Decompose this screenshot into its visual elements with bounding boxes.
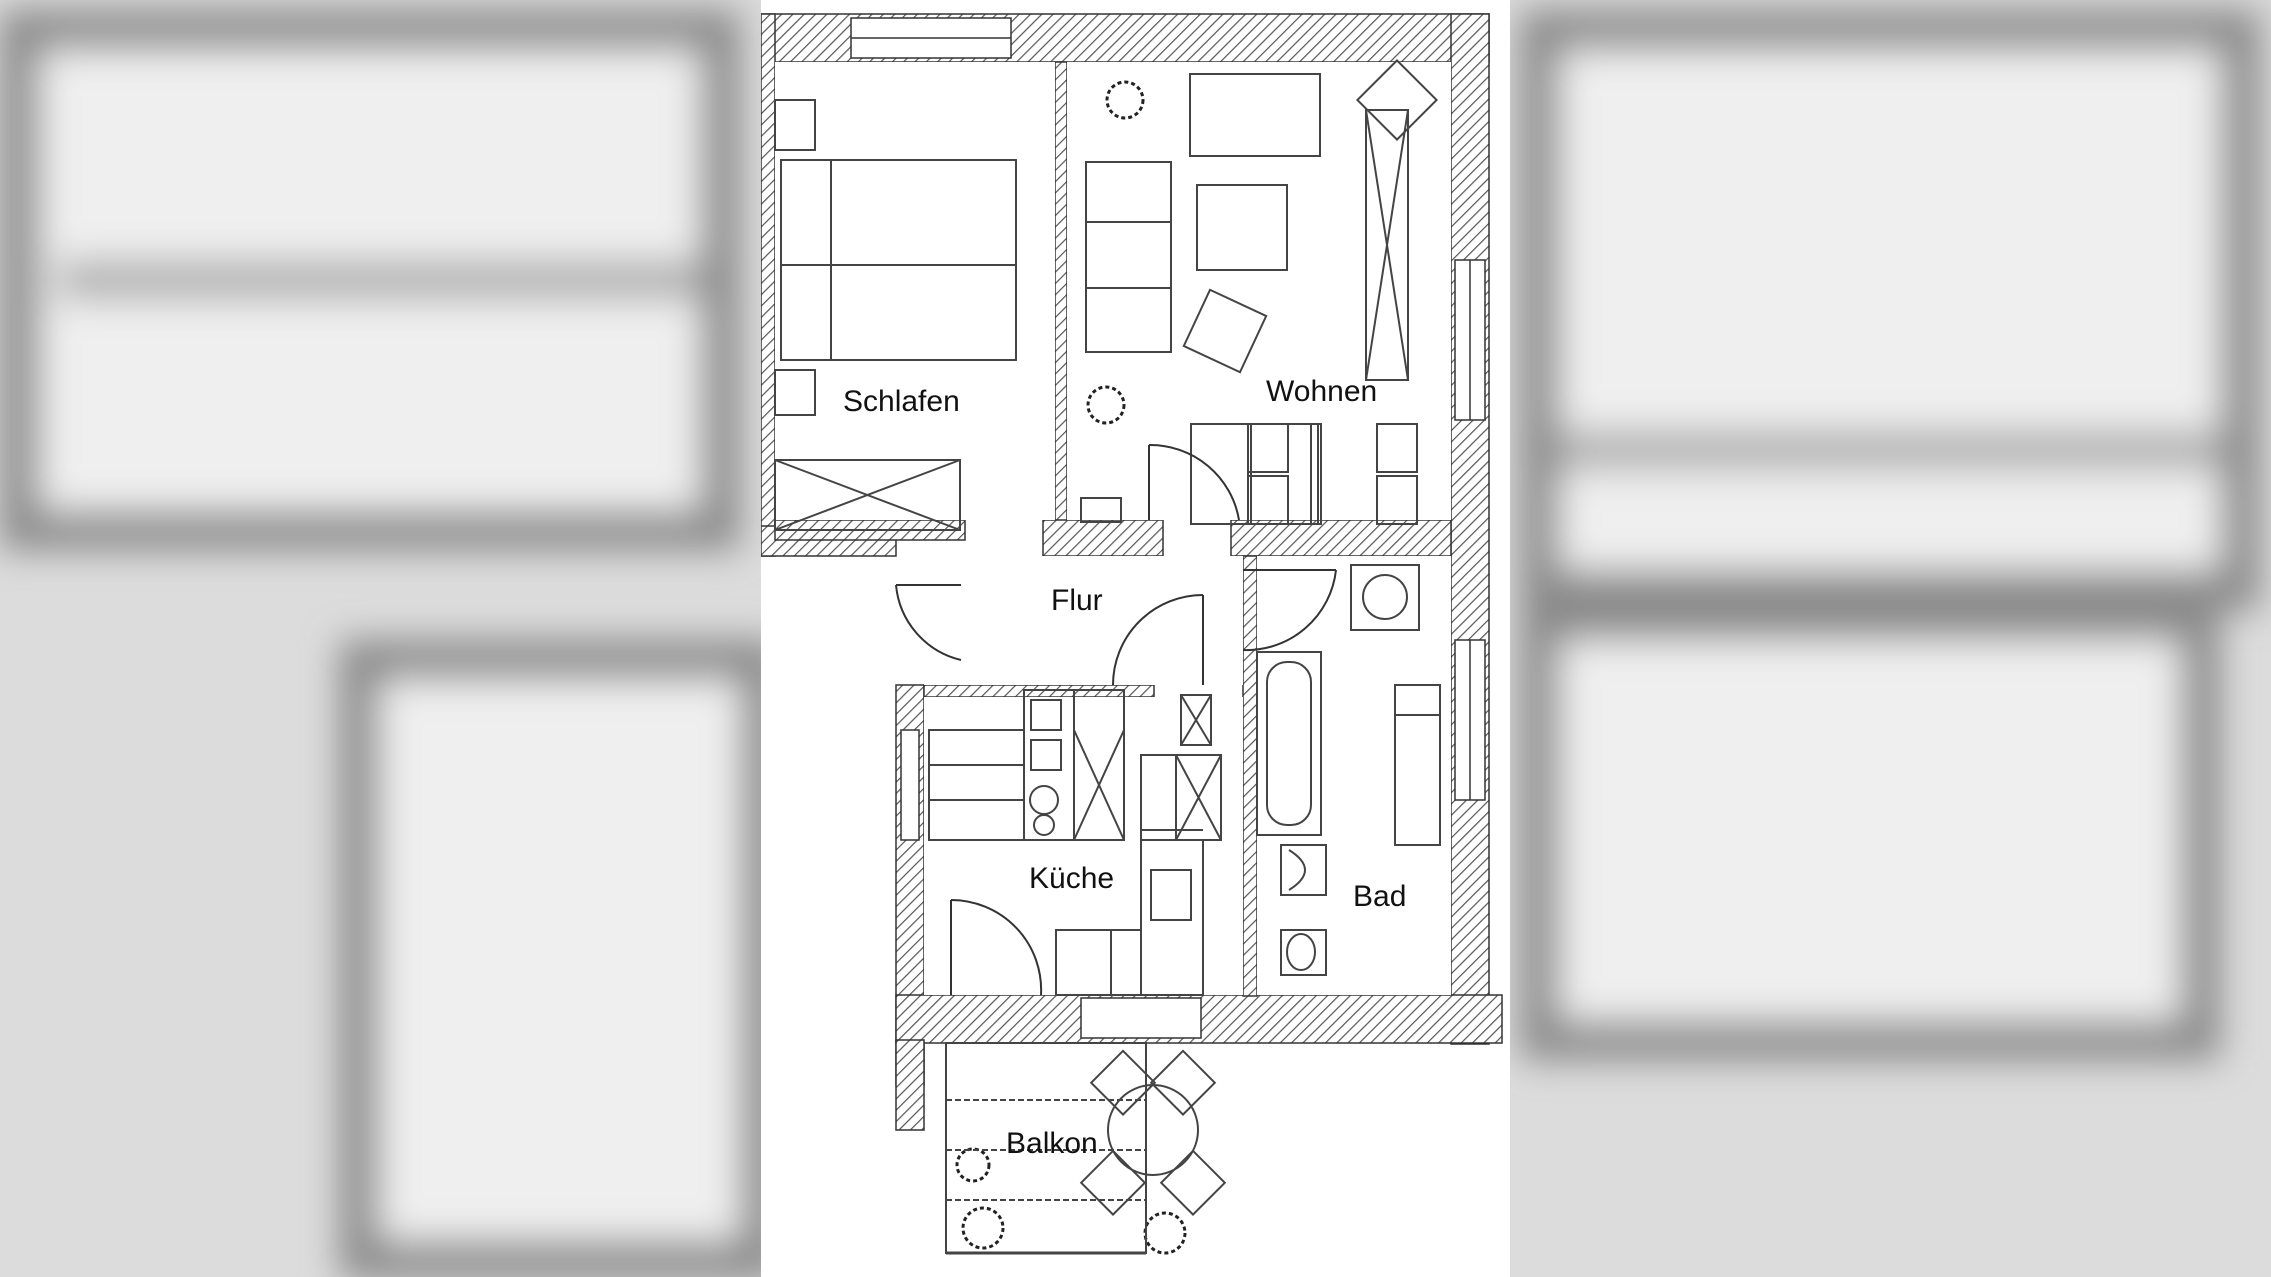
hall-closet	[1350, 564, 1420, 631]
living-furniture	[1080, 58, 1439, 525]
room-label-bad: Bad	[1353, 880, 1407, 913]
doors	[895, 443, 1337, 996]
bedroom-furniture	[774, 99, 1017, 531]
floor-plan	[761, 0, 1510, 1277]
plant-icon	[955, 80, 1187, 1255]
room-label-flur: Flur	[1051, 584, 1103, 617]
room-label-balkon: Balkon	[1006, 1127, 1098, 1160]
kitchen-furniture	[928, 689, 1222, 996]
room-label-schlafen: Schlafen	[843, 385, 960, 418]
bathroom-furniture	[1256, 651, 1441, 976]
room-label-kueche: Küche	[1029, 862, 1115, 895]
room-label-wohnen: Wohnen	[1266, 375, 1378, 408]
balcony	[945, 1042, 1227, 1255]
windows	[850, 17, 1486, 1039]
